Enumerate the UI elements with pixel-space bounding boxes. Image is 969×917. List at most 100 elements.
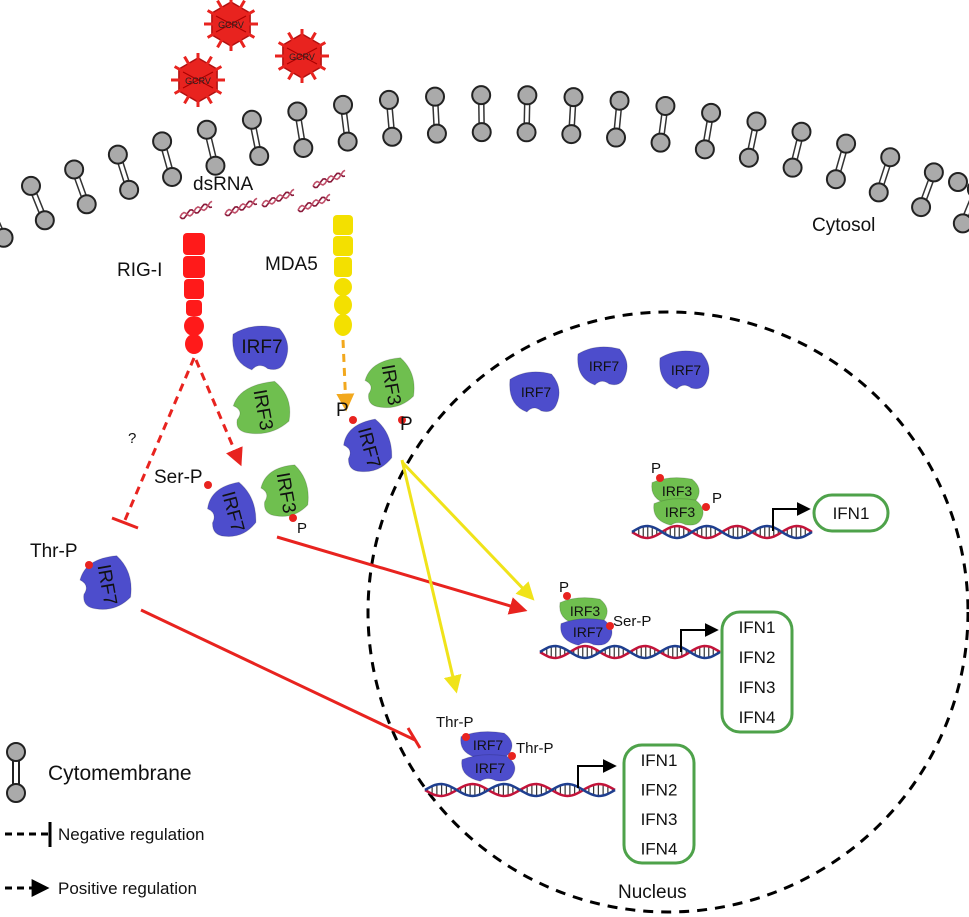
irf3-nuc-dimer-label: IRF3 <box>570 603 601 619</box>
mda5-receptor <box>333 215 353 336</box>
irf3-nuc-dimer: IRF3 <box>559 597 608 625</box>
gcrv-viruses: GCRV GCRV GCRV <box>171 0 329 107</box>
irf7-nuc-dimer-label: IRF7 <box>573 624 604 640</box>
irf7-nuc-homo-1: IRF7 <box>460 731 513 759</box>
phosphate-dot <box>349 416 357 424</box>
phosphate-dot <box>606 622 614 630</box>
irf7-inhibition-bar <box>406 727 422 749</box>
irf7-nuc-homo-2-label: IRF7 <box>475 760 506 776</box>
phosphate-dot <box>398 416 406 424</box>
irf7-mda5: IRF7 <box>343 418 393 473</box>
phosphate-dot <box>656 474 664 482</box>
ifn-gene-label: IFN4 <box>739 708 776 727</box>
promoter-arrow-1 <box>772 502 811 531</box>
gcrv-virus: GCRV <box>275 29 329 83</box>
ifn-gene-label: IFN3 <box>739 678 776 697</box>
gene-box-1: IFN1 <box>812 493 890 533</box>
phosphate-dot <box>204 481 212 489</box>
dna-strand-3 <box>424 782 616 798</box>
ifn-gene-label: IFN1 <box>641 751 678 770</box>
mda5-label: MDA5 <box>265 254 318 275</box>
irf7-inhibition-line <box>140 608 416 742</box>
cell-membrane <box>0 85 969 248</box>
mda5-arrow-to-irf7-dimer <box>400 459 462 694</box>
phosphate-dot <box>702 503 710 511</box>
nucleus-label: Nucleus <box>618 882 687 903</box>
ifn-gene-label: IFN3 <box>641 810 678 829</box>
thr-p-label-nuc-2: Thr-P <box>516 740 554 757</box>
irf3-nuc-top: IRF3 <box>651 477 700 505</box>
ser-p-label-nuc: Ser-P <box>613 613 651 630</box>
dna-strands <box>424 502 813 798</box>
rig-i-label: RIG-I <box>117 260 162 281</box>
question-mark: ? <box>128 430 136 447</box>
dsrna-strands <box>179 169 346 220</box>
irf7-nuc-3: IRF7 <box>659 350 710 390</box>
p-label-irf3-dimer: P <box>297 520 307 537</box>
gcrv-label: GCRV <box>185 76 211 86</box>
dsrna-label: dsRNA <box>193 174 254 195</box>
legend-positive: Positive regulation <box>58 879 197 898</box>
legend-negative: Negative regulation <box>58 825 204 844</box>
rig-positive-arrow <box>194 359 243 467</box>
irf7-nuc-dimer: IRF7 <box>560 618 613 646</box>
gcrv-virus: GCRV <box>171 53 225 107</box>
phosphate-dot <box>462 733 470 741</box>
phosphate-dot <box>289 514 297 522</box>
irf3-nuc-bottom: IRF3 <box>653 498 704 526</box>
phospho-labels: P P Ser-P P Thr-P P P P Ser-P Thr-P Thr-… <box>30 400 722 757</box>
irf7-free-label: IRF7 <box>241 337 282 358</box>
irf7-nuc-2-label: IRF7 <box>589 358 620 374</box>
promoter-arrow-3 <box>577 759 617 788</box>
irf7-thr: IRF7 <box>79 555 132 610</box>
irf7-nuc-1: IRF7 <box>509 371 560 413</box>
ifn-gene-label: IFN4 <box>641 839 678 858</box>
irf3-nuc-bottom-label: IRF3 <box>665 504 696 520</box>
irf7-nuc-homo-2: IRF7 <box>461 754 516 782</box>
irf3-mda5: IRF3 <box>364 357 415 409</box>
irf7-nuc-1-label: IRF7 <box>521 384 552 400</box>
nucleus-boundary <box>366 310 969 914</box>
dna-strand-1 <box>631 524 813 540</box>
irf3-rig: IRF3 <box>260 464 309 517</box>
p-label-nuc-irf3-bottom: P <box>712 490 722 507</box>
ifn-gene-label: IFN1 <box>739 618 776 637</box>
gcrv-label: GCRV <box>218 20 244 30</box>
phosphate-dot <box>563 592 571 600</box>
inhibition-bar <box>111 516 139 530</box>
legend: Cytomembrane Negative regulation Positiv… <box>5 742 204 898</box>
irf7-nuc-2: IRF7 <box>577 346 628 386</box>
irf7-free: IRF7 <box>232 325 289 371</box>
thr-p-label-cyto: Thr-P <box>30 541 78 562</box>
ifn-gene-label: IFN2 <box>739 648 776 667</box>
p-label-nuc-irf3-top: P <box>651 460 661 477</box>
mda5-positive-arrow <box>336 339 355 412</box>
ifn-gene-label: IFN1 <box>833 504 870 523</box>
p-label-nuc-irf3: P <box>559 579 569 596</box>
gcrv-label: GCRV <box>289 52 315 62</box>
irf7-rig: IRF7 <box>206 481 257 537</box>
ser-p-label-cyto: Ser-P <box>154 467 203 488</box>
irf3-nuc-top-label: IRF3 <box>662 483 693 499</box>
dna-strand-2 <box>539 644 721 660</box>
irf3-irf7-translocation-arrow <box>276 535 528 615</box>
phosphate-dot <box>85 561 93 569</box>
p-label-irf7-cyto: P <box>336 400 349 421</box>
thr-p-label-nuc-1: Thr-P <box>436 714 474 731</box>
irf7-nuc-homo-1-label: IRF7 <box>473 737 504 753</box>
negative-regulation-line <box>123 357 196 521</box>
irf7-nuc-3-label: IRF7 <box>671 362 702 378</box>
p-label-irf3-cyto: P <box>400 414 413 435</box>
mda5-arrow-to-irf3-irf7 <box>400 460 535 601</box>
irf3-free: IRF3 <box>232 380 291 435</box>
gcrv-virus: GCRV <box>204 0 258 51</box>
ifn-gene-label: IFN2 <box>641 780 678 799</box>
phosphate-dot <box>508 752 516 760</box>
rig-i-receptor <box>183 233 205 354</box>
